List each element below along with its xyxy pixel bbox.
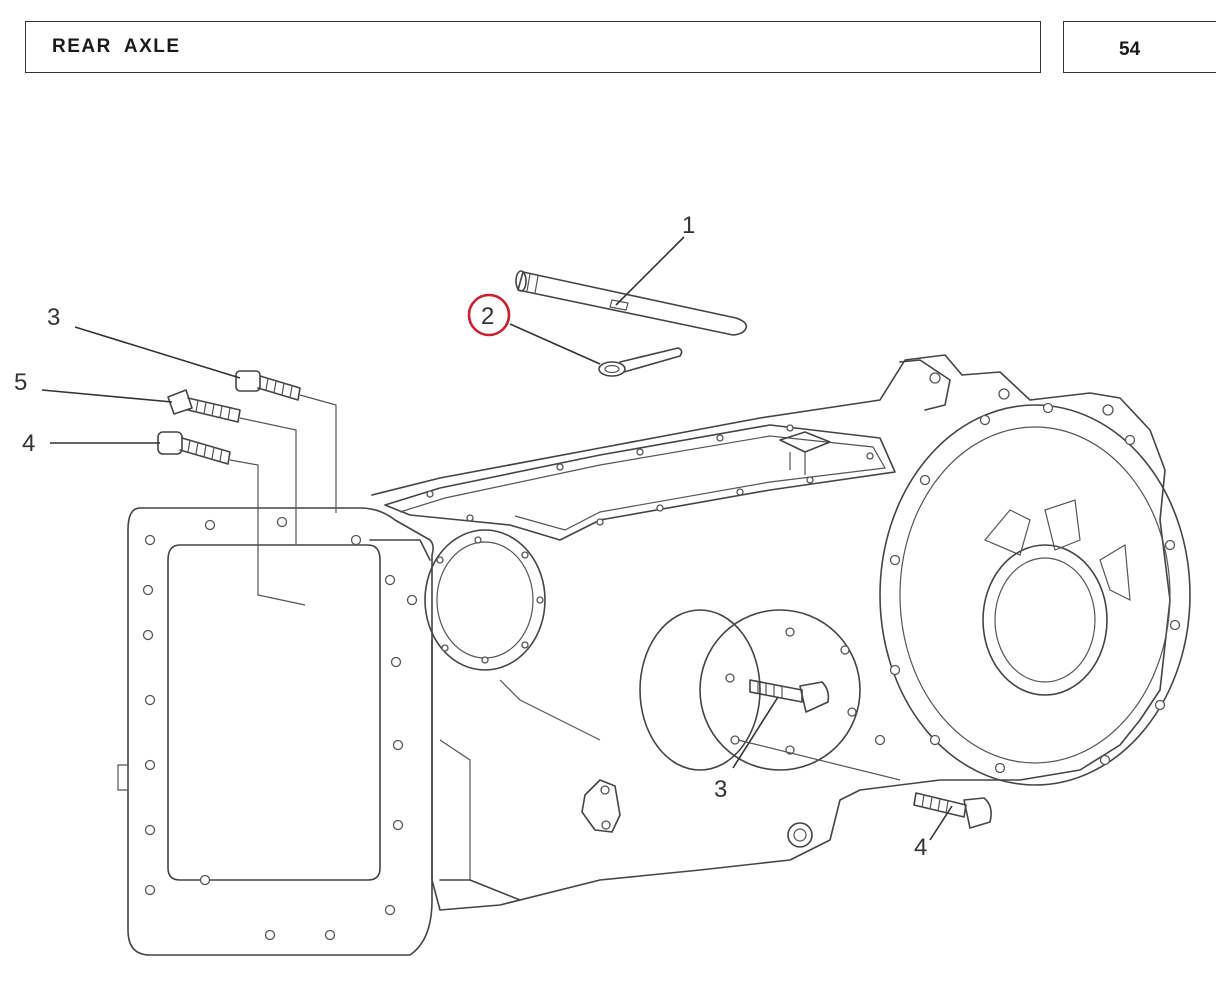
bolt-part-3-left — [235, 370, 301, 401]
clip-part-2 — [598, 347, 683, 377]
section-title: REAR AXLE — [52, 36, 181, 57]
callout-1: 1 — [682, 212, 695, 239]
bolt-part-4-left — [157, 431, 231, 465]
side-cover-plate — [639, 609, 861, 771]
pin-part-1 — [515, 270, 748, 336]
callout-2-highlight-ring — [467, 293, 511, 337]
callout-4-right: 4 — [914, 834, 927, 861]
callout-2: 2 — [481, 303, 494, 330]
page-number: 54 — [1119, 39, 1141, 60]
title-bar: REAR AXLE — [25, 21, 1041, 73]
front-mounting-flange — [117, 507, 434, 956]
callout-5: 5 — [14, 369, 27, 396]
axle-end-flange — [874, 402, 1191, 786]
callout-3-left: 3 — [47, 304, 60, 331]
drain-boss — [581, 779, 813, 848]
page-number-box: 54 — [1063, 21, 1216, 73]
bolt-part-5 — [167, 389, 241, 423]
bolt-part-4-right — [913, 792, 992, 829]
callout-4-left: 4 — [22, 430, 35, 457]
callout-3-right: 3 — [714, 776, 727, 803]
bolt-part-3-right — [749, 679, 830, 713]
axle-housing — [369, 354, 1171, 911]
